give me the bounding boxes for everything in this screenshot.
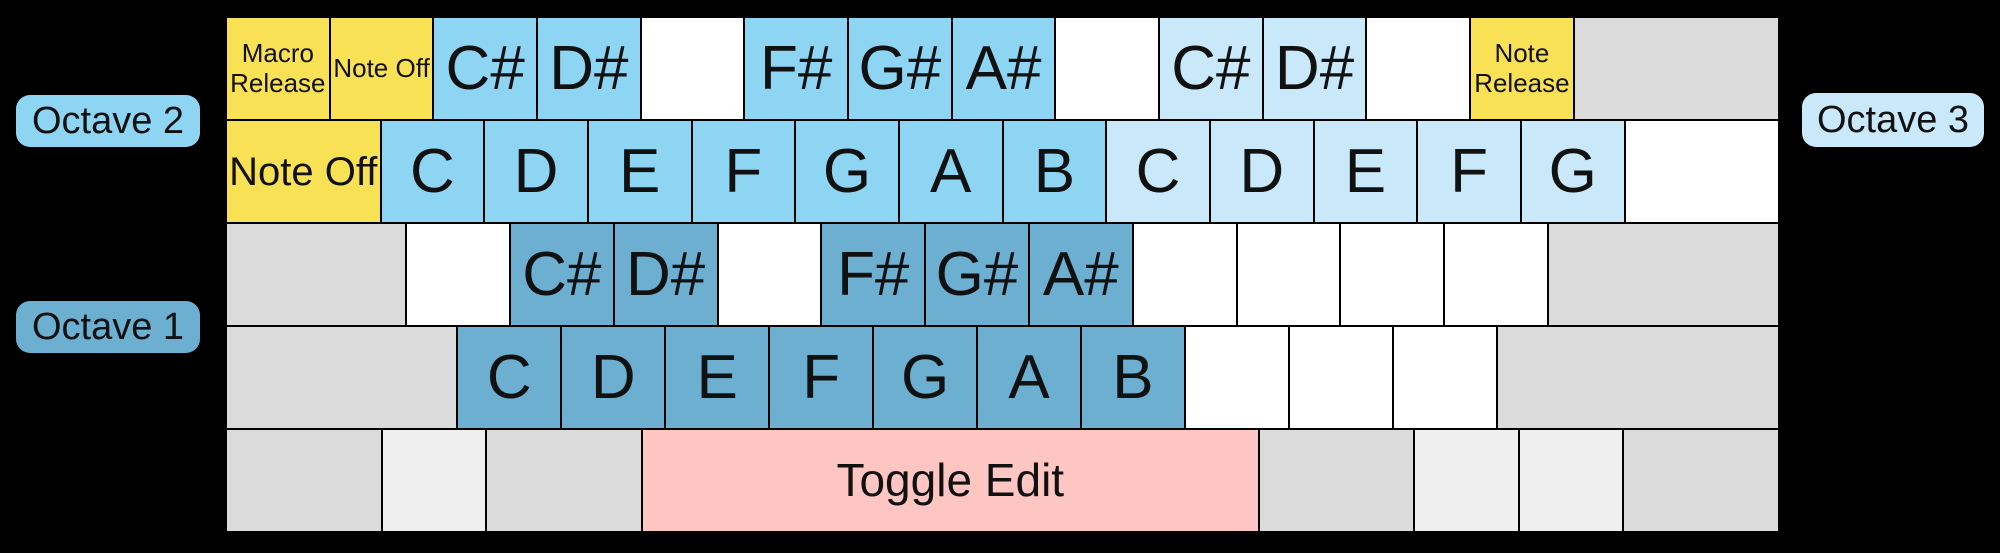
key-modifier[interactable] <box>225 325 459 430</box>
key-unmapped[interactable] <box>1365 16 1472 121</box>
key-modifier[interactable] <box>1413 428 1520 533</box>
key-unmapped[interactable] <box>1235 222 1342 327</box>
key-d[interactable]: D <box>1208 119 1315 224</box>
key-g[interactable]: G <box>794 119 900 224</box>
key-modifier[interactable] <box>485 428 643 533</box>
octave-1-label: Octave 1 <box>16 301 200 353</box>
key-f-sharp[interactable]: F# <box>743 16 850 121</box>
keyboard-row-5: Toggle Edit <box>225 428 1781 533</box>
key-modifier[interactable] <box>1257 428 1416 533</box>
key-c[interactable]: C <box>379 119 486 224</box>
key-d[interactable]: D <box>483 119 589 224</box>
key-unmapped[interactable] <box>1183 325 1290 430</box>
key-modifier[interactable] <box>1572 16 1781 121</box>
key-g[interactable]: G <box>872 325 979 430</box>
key-a[interactable]: A <box>897 119 1004 224</box>
key-b[interactable]: B <box>1079 325 1186 430</box>
key-toggle-edit[interactable]: Toggle Edit <box>640 428 1260 533</box>
key-e[interactable]: E <box>664 325 771 430</box>
key-c[interactable]: C <box>1105 119 1211 224</box>
key-a-sharp[interactable]: A# <box>950 16 1057 121</box>
key-b[interactable]: B <box>1001 119 1108 224</box>
key-macro-release[interactable]: Macro Release <box>225 16 331 121</box>
key-f[interactable]: F <box>768 325 875 430</box>
key-unmapped[interactable] <box>1287 325 1394 430</box>
key-c-sharp[interactable]: C# <box>508 222 615 327</box>
key-unmapped[interactable] <box>1131 222 1238 327</box>
key-modifier[interactable] <box>1546 222 1780 327</box>
key-e[interactable]: E <box>1312 119 1419 224</box>
key-note-release[interactable]: Note Release <box>1469 16 1575 121</box>
key-modifier[interactable] <box>225 222 408 327</box>
key-unmapped[interactable] <box>716 222 823 327</box>
key-c-sharp[interactable]: C# <box>1158 16 1264 121</box>
key-d-sharp[interactable]: D# <box>612 222 719 327</box>
key-modifier[interactable] <box>1622 428 1781 533</box>
key-modifier[interactable] <box>1495 325 1781 430</box>
key-a-sharp[interactable]: A# <box>1027 222 1134 327</box>
key-a[interactable]: A <box>976 325 1082 430</box>
key-unmapped[interactable] <box>1391 325 1498 430</box>
key-c[interactable]: C <box>456 325 563 430</box>
key-f[interactable]: F <box>690 119 797 224</box>
key-d-sharp[interactable]: D# <box>536 16 642 121</box>
key-modifier[interactable] <box>225 428 383 533</box>
key-g[interactable]: G <box>1519 119 1626 224</box>
key-f[interactable]: F <box>1416 119 1522 224</box>
key-note-off[interactable]: Note Off <box>225 119 382 224</box>
key-c-sharp[interactable]: C# <box>432 16 539 121</box>
key-f-sharp[interactable]: F# <box>820 222 927 327</box>
key-unmapped[interactable] <box>1443 222 1549 327</box>
key-g-sharp[interactable]: G# <box>924 222 1030 327</box>
key-note-off[interactable]: Note Off <box>328 16 435 121</box>
key-unmapped[interactable] <box>1623 119 1781 224</box>
key-unmapped[interactable] <box>1339 222 1446 327</box>
key-modifier[interactable] <box>380 428 488 533</box>
key-modifier[interactable] <box>1517 428 1625 533</box>
keyboard-row-3: C#D# F#G#A# <box>225 222 1780 327</box>
key-d-sharp[interactable]: D# <box>1261 16 1368 121</box>
key-g-sharp[interactable]: G# <box>847 16 953 121</box>
octave-3-label: Octave 3 <box>1802 93 1984 147</box>
octave-2-label: Octave 2 <box>16 95 200 147</box>
key-e[interactable]: E <box>586 119 693 224</box>
key-unmapped[interactable] <box>639 16 746 121</box>
key-unmapped[interactable] <box>405 222 511 327</box>
key-unmapped[interactable] <box>1054 16 1161 121</box>
key-d[interactable]: D <box>560 325 667 430</box>
